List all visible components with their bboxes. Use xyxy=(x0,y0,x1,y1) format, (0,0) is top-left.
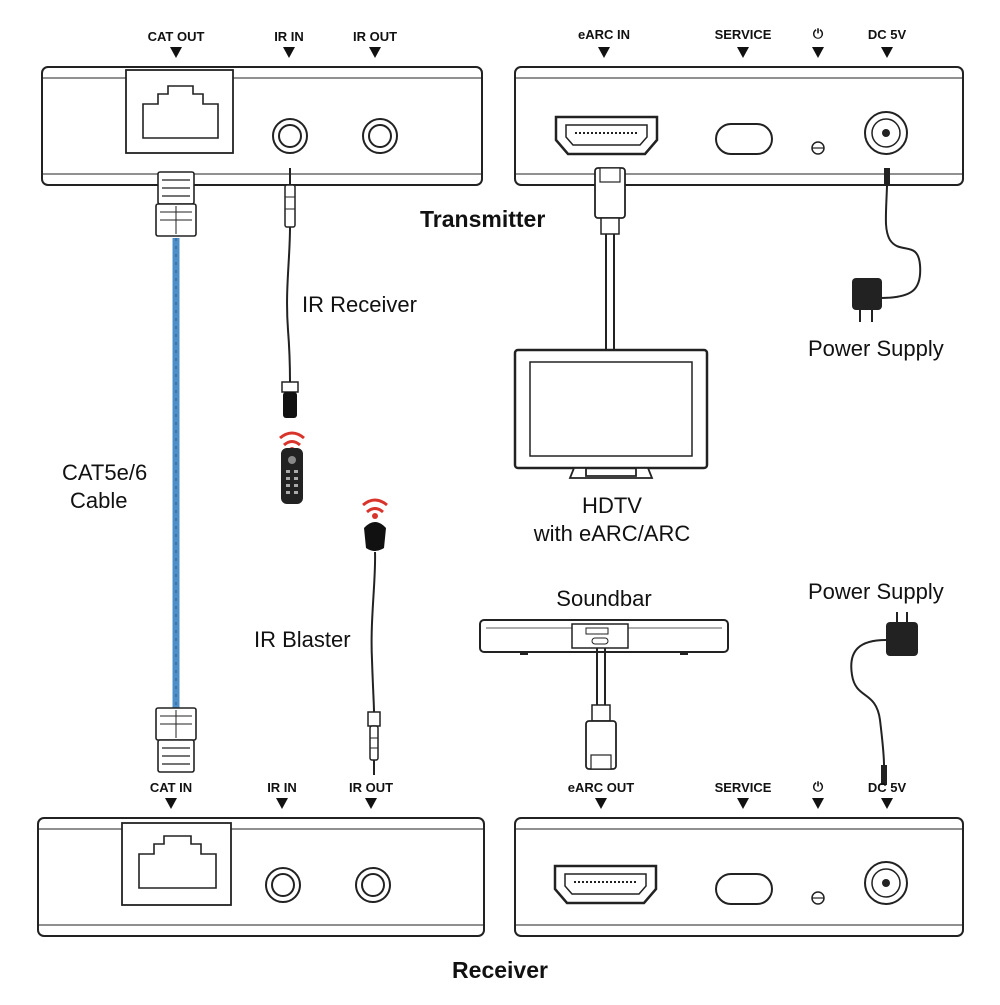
port-label-cat-in: CAT IN xyxy=(149,780,193,795)
rj45-port-icon xyxy=(121,822,232,906)
port-label-service: SERVICE xyxy=(714,27,772,42)
cable-label-line2: Cable xyxy=(70,488,128,513)
hdmi-cable-bottom xyxy=(585,648,617,770)
remote-control-icon xyxy=(279,431,305,504)
ir-receiver-label: IR Receiver xyxy=(302,292,417,317)
power-led-icon xyxy=(811,141,825,155)
rj45-plug-bottom-icon xyxy=(155,707,197,773)
ir-in-jack-icon xyxy=(265,867,301,903)
cable-label-line1: CAT5e/6 xyxy=(62,460,148,485)
ir-blaster-cable xyxy=(362,498,388,775)
port-arrows-bottom xyxy=(165,798,893,809)
port-label-service: SERVICE xyxy=(714,780,772,795)
service-button-icon xyxy=(715,873,773,905)
ir-in-jack-icon xyxy=(272,118,308,154)
power-supply-top-label: Power Supply xyxy=(808,336,944,361)
port-label-power: ⏻ xyxy=(812,779,824,794)
soundbar-icon xyxy=(479,619,729,655)
ir-out-jack-icon xyxy=(362,118,398,154)
hdtv-icon xyxy=(513,348,709,479)
receiver-right-unit xyxy=(514,817,964,937)
receiver-title: Receiver xyxy=(452,957,548,983)
hdtv-label-line2: with eARC/ARC xyxy=(533,521,691,546)
port-label-dc-5v: DC 5V xyxy=(867,780,907,795)
port-arrows-top xyxy=(170,47,893,58)
port-label-power: ⏻ xyxy=(812,26,824,41)
port-label-ir-in: IR IN xyxy=(274,29,304,44)
hdmi-port-icon xyxy=(554,115,659,156)
transmitter-right-unit xyxy=(514,66,964,186)
port-label-ir-out: IR OUT xyxy=(352,29,398,44)
power-led-icon xyxy=(811,891,825,905)
power-supply-bottom-icon xyxy=(850,612,918,785)
hdmi-port-icon xyxy=(553,864,658,905)
dc-jack-icon xyxy=(864,111,908,155)
receiver-left-unit xyxy=(37,817,485,937)
soundbar-label: Soundbar xyxy=(556,586,652,611)
ir-blaster-label: IR Blaster xyxy=(254,627,351,652)
dc-jack-icon xyxy=(864,861,908,905)
ir-receiver-cable xyxy=(281,168,299,418)
ir-out-jack-icon xyxy=(355,867,391,903)
transmitter-left-unit xyxy=(41,66,483,186)
port-label-earc-in: eARC IN xyxy=(577,27,631,42)
transmitter-title: Transmitter xyxy=(420,206,546,232)
cat-cable xyxy=(155,171,197,773)
port-label-dc-5v: DC 5V xyxy=(867,27,907,42)
port-label-ir-in: IR IN xyxy=(267,780,297,795)
hdtv-label-line1: HDTV xyxy=(582,493,642,518)
power-supply-bottom-label: Power Supply xyxy=(808,579,944,604)
rj45-port-icon xyxy=(125,69,234,154)
service-button-icon xyxy=(715,123,773,155)
power-supply-top-icon xyxy=(852,168,922,322)
port-label-ir-out: IR OUT xyxy=(348,780,394,795)
hdmi-cable-top xyxy=(594,167,626,350)
rj45-plug-top-icon xyxy=(155,171,197,237)
port-label-cat-out: CAT OUT xyxy=(147,29,205,44)
port-label-earc-out: eARC OUT xyxy=(567,780,635,795)
